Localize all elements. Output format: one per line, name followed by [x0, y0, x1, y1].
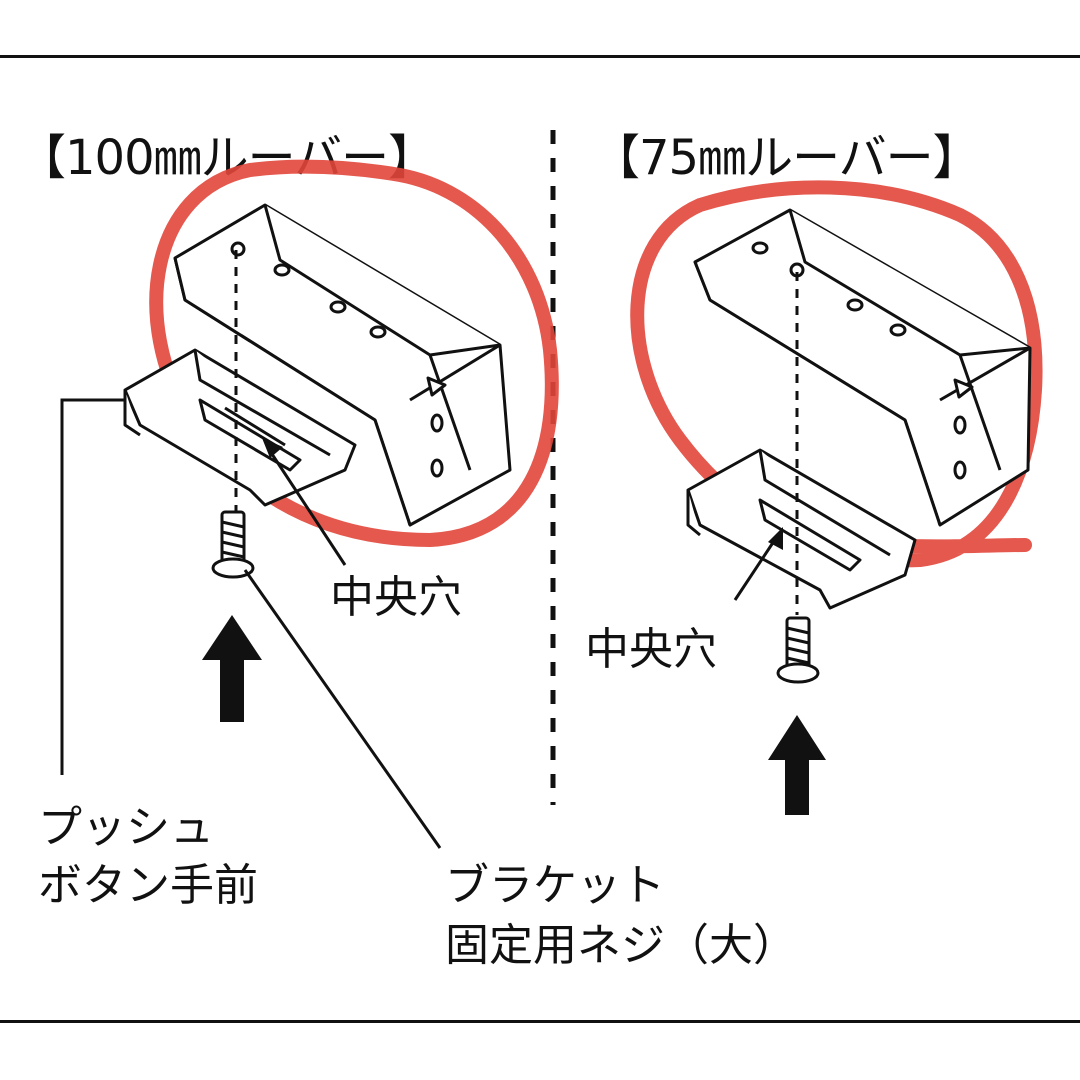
highlight-circle-left	[149, 159, 559, 548]
label-push-button-line1: プッシュ	[38, 802, 214, 853]
label-center-hole-left: 中央穴	[330, 572, 462, 623]
clip-100mm	[123, 348, 357, 507]
label-center-hole-right: 中央穴	[585, 624, 717, 675]
screw-icon-left	[211, 510, 255, 579]
top-rule	[0, 55, 1080, 58]
label-screw-line2: 固定用ネジ（大）	[445, 920, 797, 971]
screw-icon-right	[776, 616, 820, 684]
leader-screw	[243, 569, 442, 849]
bottom-rule	[0, 1020, 1080, 1023]
arrowhead-center-hole-right	[768, 527, 783, 550]
leader-push-button	[60, 398, 125, 775]
bracket-75mm	[693, 208, 1032, 527]
bracket-100mm	[173, 203, 512, 527]
clip-75mm	[686, 448, 917, 610]
heading-75mm-louver: 【75㎜ルーバー】	[592, 130, 981, 186]
arrowhead-center-hole-left	[262, 438, 283, 458]
up-arrow-icon-right	[768, 715, 826, 815]
leader-center-hole-right	[733, 534, 780, 601]
label-push-button-line2: ボタン手前	[38, 860, 258, 911]
up-arrow-icon-left	[202, 615, 262, 722]
leader-center-hole-left	[266, 447, 347, 566]
label-screw-line1: ブラケット	[445, 860, 665, 911]
